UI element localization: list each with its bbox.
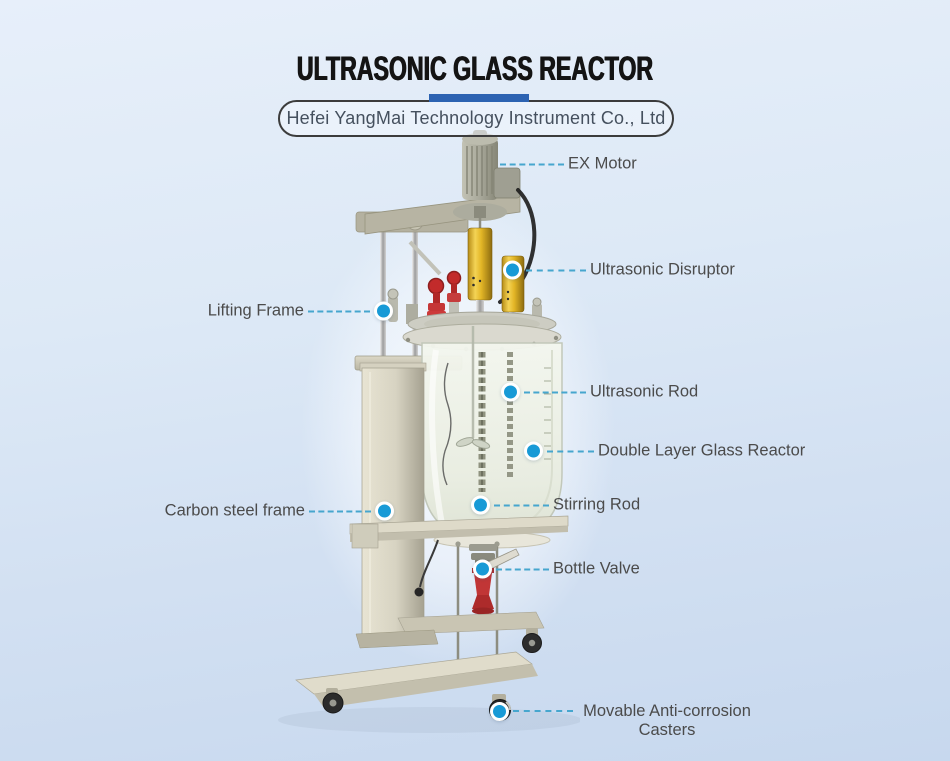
- company-name: Hefei YangMai Technology Instrument Co.,…: [286, 108, 666, 128]
- callout-ex-motor: EX Motor: [496, 155, 637, 174]
- leader-line: [500, 163, 564, 165]
- callout-stirring-rod: Stirring Rod: [471, 495, 641, 515]
- reactor-illustration: [278, 130, 580, 733]
- ex-motor: [453, 130, 521, 230]
- callout-double-layer-glass-reactor: Double Layer Glass Reactor: [524, 441, 806, 461]
- callout-bottle-valve: Bottle Valve: [473, 559, 640, 579]
- callout-label: Movable Anti-corrosion Casters: [583, 702, 751, 739]
- callout-ultrasonic-rod: Ultrasonic Rod: [501, 382, 699, 402]
- callout-carbon-steel-frame: Carbon steel frame: [164, 501, 394, 521]
- leader-line: [309, 510, 371, 512]
- callout-dot: [501, 382, 520, 402]
- callout-dot: [471, 495, 490, 515]
- callout-dot: [375, 501, 394, 521]
- callout-dot: [490, 702, 509, 721]
- callout-label: Double Layer Glass Reactor: [598, 441, 806, 460]
- title-accent-bar: [429, 94, 529, 102]
- callout-label: Ultrasonic Disruptor: [590, 260, 735, 279]
- leader-line: [547, 450, 594, 452]
- company-pill: Hefei YangMai Technology Instrument Co.,…: [278, 100, 674, 137]
- caster-rear-right: [522, 628, 542, 653]
- callout-movable-casters: Movable Anti-corrosion Casters: [490, 702, 757, 740]
- callout-dot: [374, 301, 393, 321]
- callout-label: Bottle Valve: [553, 559, 640, 578]
- leader-line: [308, 310, 370, 312]
- leader-line: [524, 391, 586, 393]
- leader-line: [513, 710, 573, 712]
- callout-dot: [524, 441, 543, 461]
- callout-label: Carbon steel frame: [164, 501, 305, 520]
- callout-lifting-frame: Lifting Frame: [207, 301, 393, 321]
- leader-line: [494, 504, 549, 506]
- leader-line: [526, 269, 586, 271]
- callout-label: Ultrasonic Rod: [590, 382, 699, 401]
- page-title: ULTRASONIC GLASS REACTOR: [296, 50, 654, 88]
- callout-label: Stirring Rod: [553, 495, 641, 514]
- callout-ultrasonic-disruptor: Ultrasonic Disruptor: [503, 260, 735, 280]
- callout-label: EX Motor: [568, 154, 637, 173]
- callout-dot: [503, 260, 522, 280]
- leader-line: [496, 568, 549, 570]
- callout-dot: [473, 559, 492, 579]
- callout-label: Lifting Frame: [207, 301, 304, 320]
